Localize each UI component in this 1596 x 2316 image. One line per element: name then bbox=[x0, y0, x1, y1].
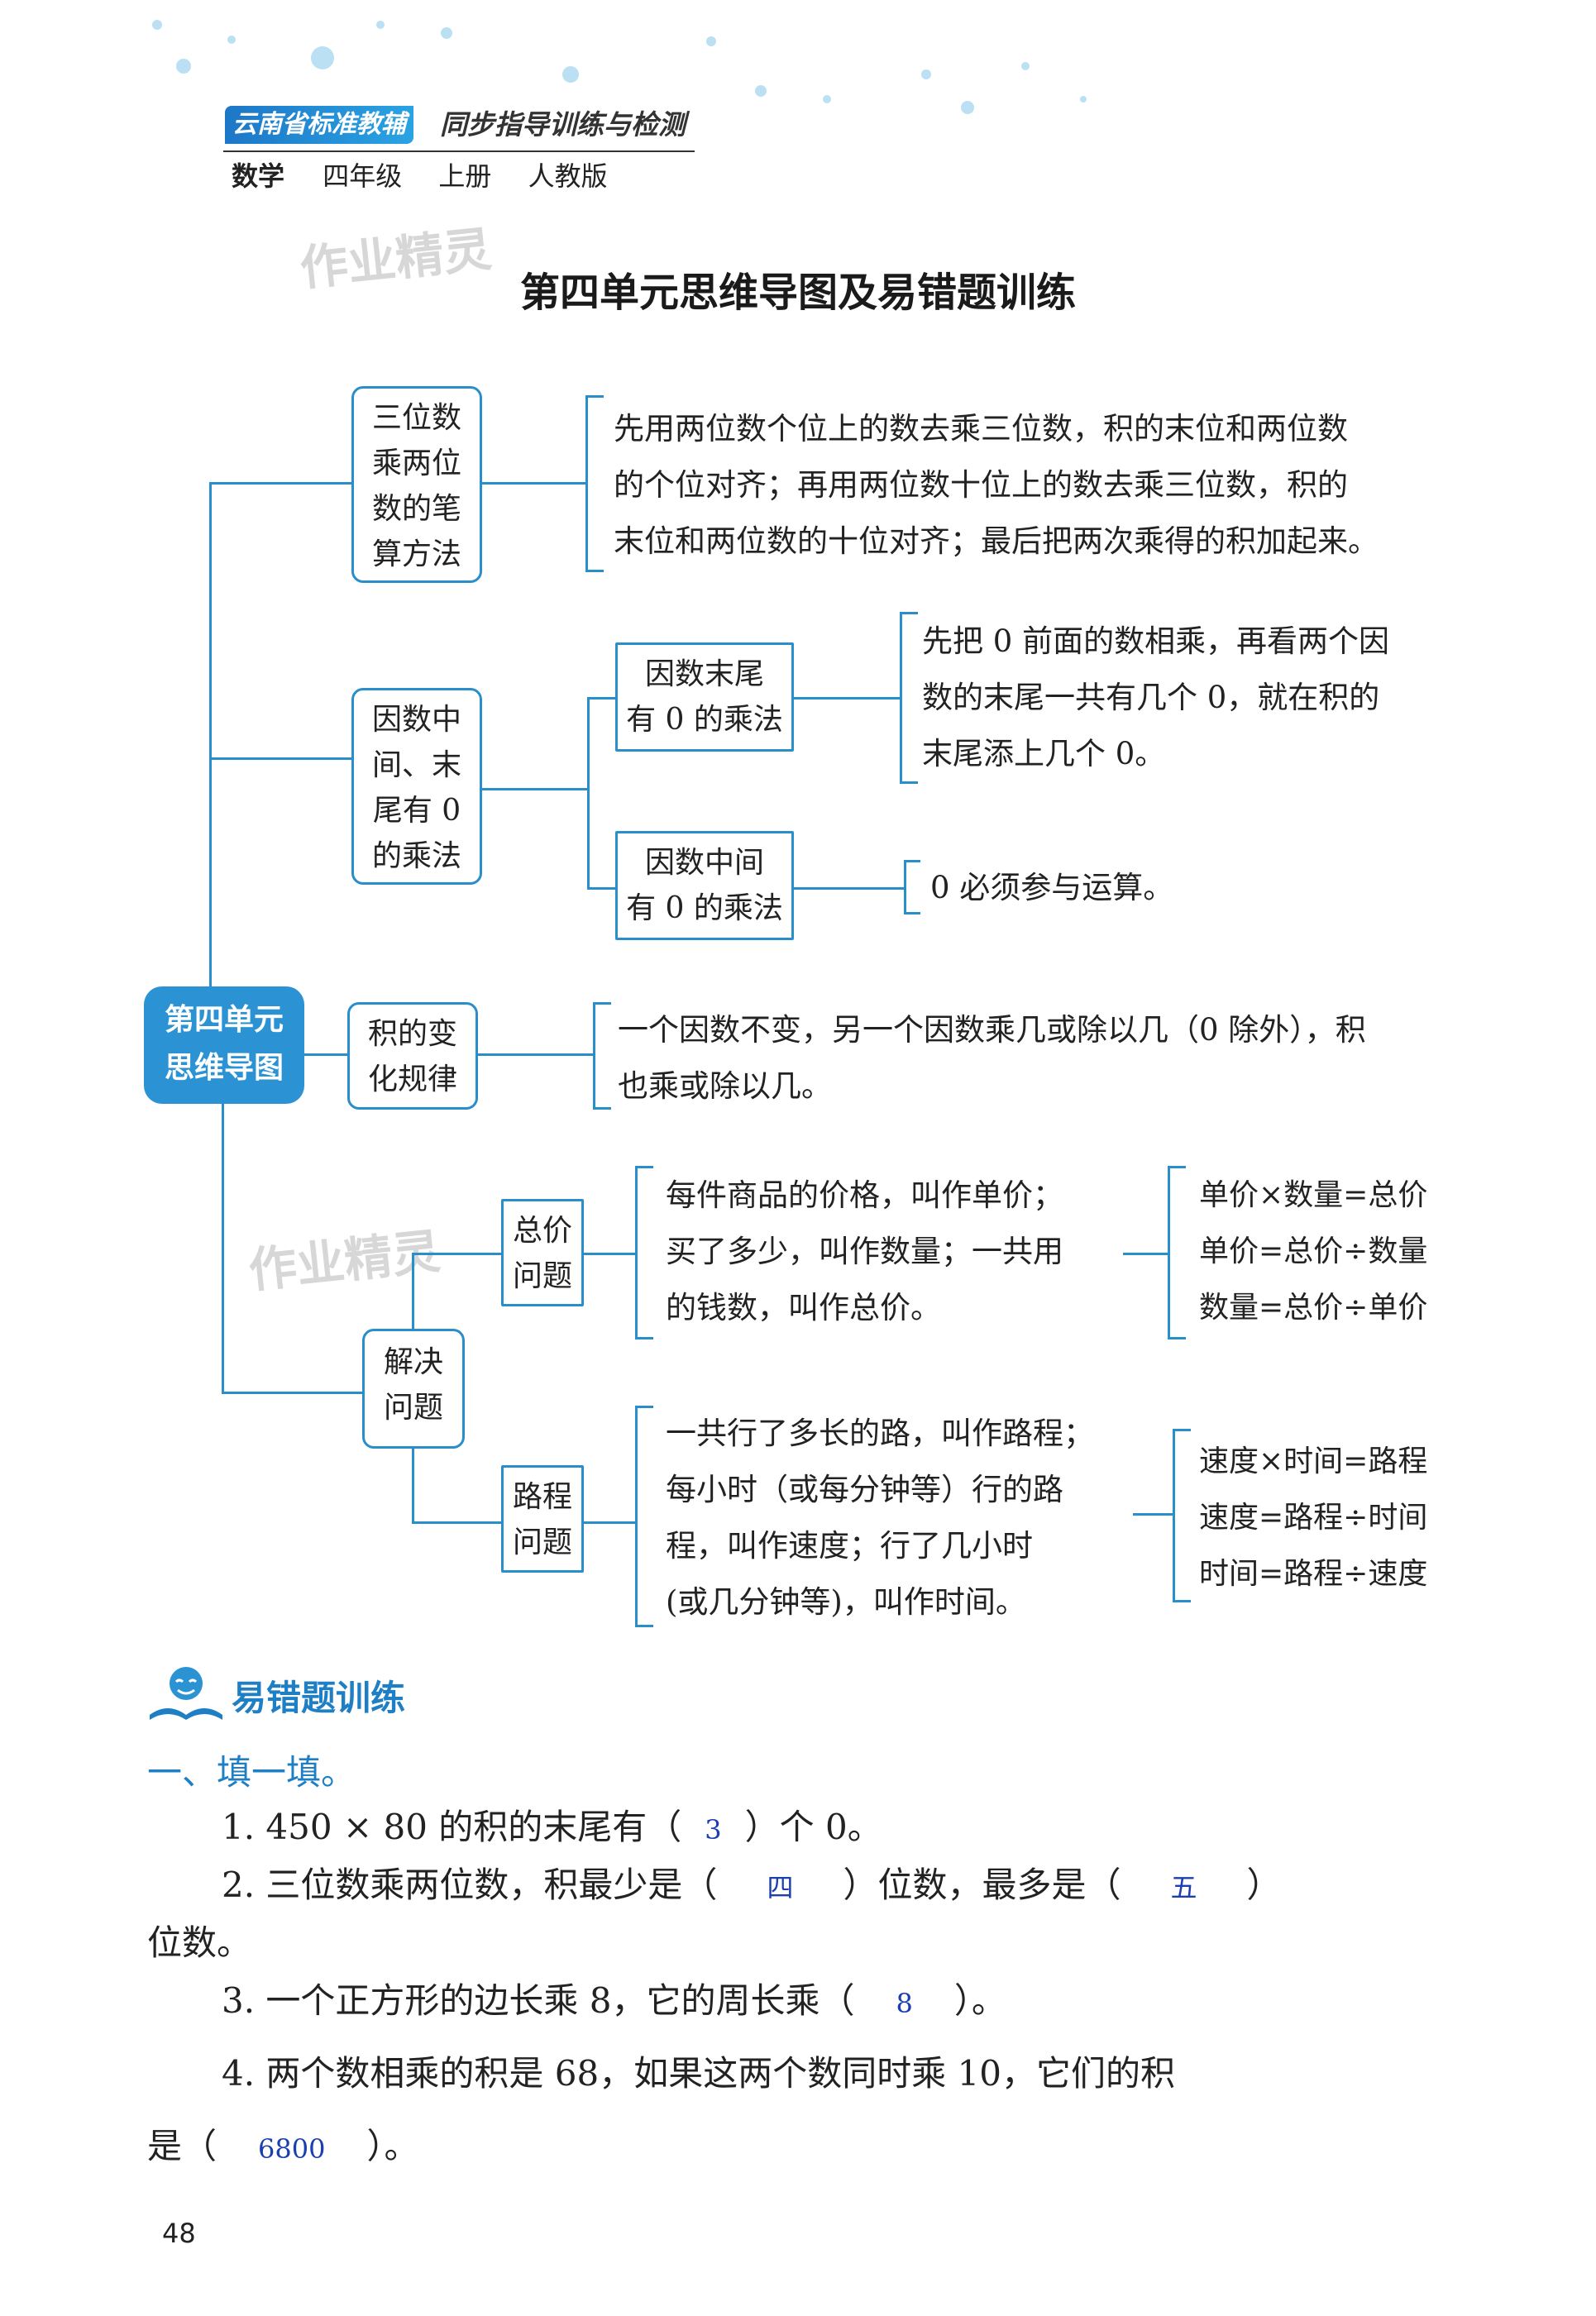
connector bbox=[794, 697, 901, 700]
connector bbox=[482, 788, 590, 790]
connector bbox=[209, 482, 212, 988]
desc-distance: 一共行了多长的路，叫作路程； 每小时（或每分钟等）行的路 程，叫作速度；行了几小… bbox=[666, 1416, 1094, 1620]
series-title: 同步指导训练与检测 bbox=[440, 108, 686, 141]
connector bbox=[222, 1392, 364, 1394]
page-number: 48 bbox=[162, 2218, 196, 2249]
question-2-line2: 位数。 bbox=[147, 1922, 252, 1963]
connector bbox=[412, 1253, 503, 1255]
node-middle-zero: 因数中间 有 0 的乘法 bbox=[615, 831, 794, 940]
node-total-price: 总价 问题 bbox=[501, 1199, 584, 1306]
desc-trailing-zero: 先把 0 前面的数相乘，再看两个因 数的末尾一共有几个 0，就在积的 末尾添上几… bbox=[922, 623, 1390, 771]
brand-logo: 云南省标准教辅 bbox=[225, 106, 413, 144]
mindmap-root: 第四单元 思维导图 bbox=[144, 986, 304, 1104]
question-4: 4. 两个数相乘的积是 68，如果这两个数同时乘 10，它们的积 bbox=[222, 2053, 1176, 2094]
book-icon bbox=[150, 1667, 222, 1720]
connector bbox=[412, 1449, 414, 1523]
connector bbox=[304, 1053, 349, 1056]
node-product-rule: 积的变 化规律 bbox=[347, 1002, 478, 1110]
connector bbox=[584, 1521, 637, 1524]
connector bbox=[587, 697, 617, 700]
desc-product-rule: 一个因数不变，另一个因数乘几或除以几（0 除外），积 也乘或除以几。 bbox=[618, 1012, 1366, 1104]
connector bbox=[587, 697, 590, 890]
connector bbox=[794, 887, 906, 890]
node-written-method: 三位数 乘两位 数的笔 算方法 bbox=[351, 386, 482, 583]
answer: 6800 bbox=[258, 2133, 326, 2165]
bracket bbox=[585, 395, 604, 572]
connector bbox=[209, 482, 351, 485]
part-heading: 一、填一填。 bbox=[147, 1752, 356, 1793]
formulas-distance: 速度×时间=路程 速度=路程÷时间 时间=路程÷速度 bbox=[1199, 1445, 1428, 1591]
answer: 四 bbox=[767, 1872, 794, 1903]
connector bbox=[209, 757, 354, 760]
subject: 数学 bbox=[232, 160, 285, 192]
connector bbox=[1123, 1253, 1168, 1255]
formulas-total-price: 单价×数量=总价 单价=总价÷数量 数量=总价÷单价 bbox=[1199, 1178, 1428, 1325]
connector bbox=[412, 1253, 414, 1329]
bracket bbox=[593, 1002, 611, 1110]
page-title: 第四单元思维导图及易错题训练 bbox=[519, 270, 1076, 316]
question-3: 3. 一个正方形的边长乘 8，它的周长乘（8）。 bbox=[222, 1980, 1006, 2021]
question-4-line2: 是（6800）。 bbox=[147, 2126, 419, 2166]
connector bbox=[1133, 1513, 1174, 1516]
bracket bbox=[635, 1166, 653, 1339]
subject-line: 数学 四年级 上册 人教版 bbox=[232, 159, 636, 193]
connector bbox=[222, 1104, 224, 1393]
section-title: 易错题训练 bbox=[232, 1678, 406, 1718]
bracket bbox=[1168, 1166, 1186, 1339]
edition: 人教版 bbox=[528, 160, 608, 192]
connector bbox=[478, 1053, 595, 1056]
question-1: 1. 450 × 80 的积的末尾有（3）个 0。 bbox=[222, 1807, 882, 1847]
node-distance: 路程 问题 bbox=[501, 1465, 584, 1573]
volume: 上册 bbox=[438, 160, 492, 192]
header-divider bbox=[223, 150, 695, 152]
answer: 3 bbox=[705, 1814, 722, 1846]
answer: 五 bbox=[1170, 1872, 1197, 1903]
connector bbox=[587, 887, 617, 890]
connector bbox=[412, 1521, 503, 1524]
desc-written-method: 先用两位数个位上的数去乘三位数，积的末位和两位数 的个位对齐；再用两位数十位上的… bbox=[614, 411, 1379, 559]
node-problem-solving: 解决 问题 bbox=[362, 1329, 465, 1449]
bracket bbox=[904, 860, 920, 914]
header-decoration bbox=[152, 20, 1087, 114]
node-zero-multiplication: 因数中 间、末 尾有 0 的乘法 bbox=[351, 688, 482, 885]
desc-middle-zero: 0 必须参与运算。 bbox=[930, 870, 1174, 905]
bracket bbox=[900, 612, 918, 784]
answer: 8 bbox=[896, 1988, 913, 2019]
question-2: 2. 三位数乘两位数，积最少是（四）位数，最多是（五） bbox=[222, 1865, 1282, 1905]
connector bbox=[482, 482, 588, 485]
desc-total-price: 每件商品的价格，叫作单价； 买了多少，叫作数量；一共用 的钱数，叫作总价。 bbox=[666, 1177, 1063, 1325]
connector bbox=[584, 1253, 637, 1255]
grade: 四年级 bbox=[323, 160, 403, 192]
bracket bbox=[1173, 1429, 1191, 1602]
bracket bbox=[635, 1406, 653, 1627]
node-trailing-zero: 因数末尾 有 0 的乘法 bbox=[615, 642, 794, 752]
